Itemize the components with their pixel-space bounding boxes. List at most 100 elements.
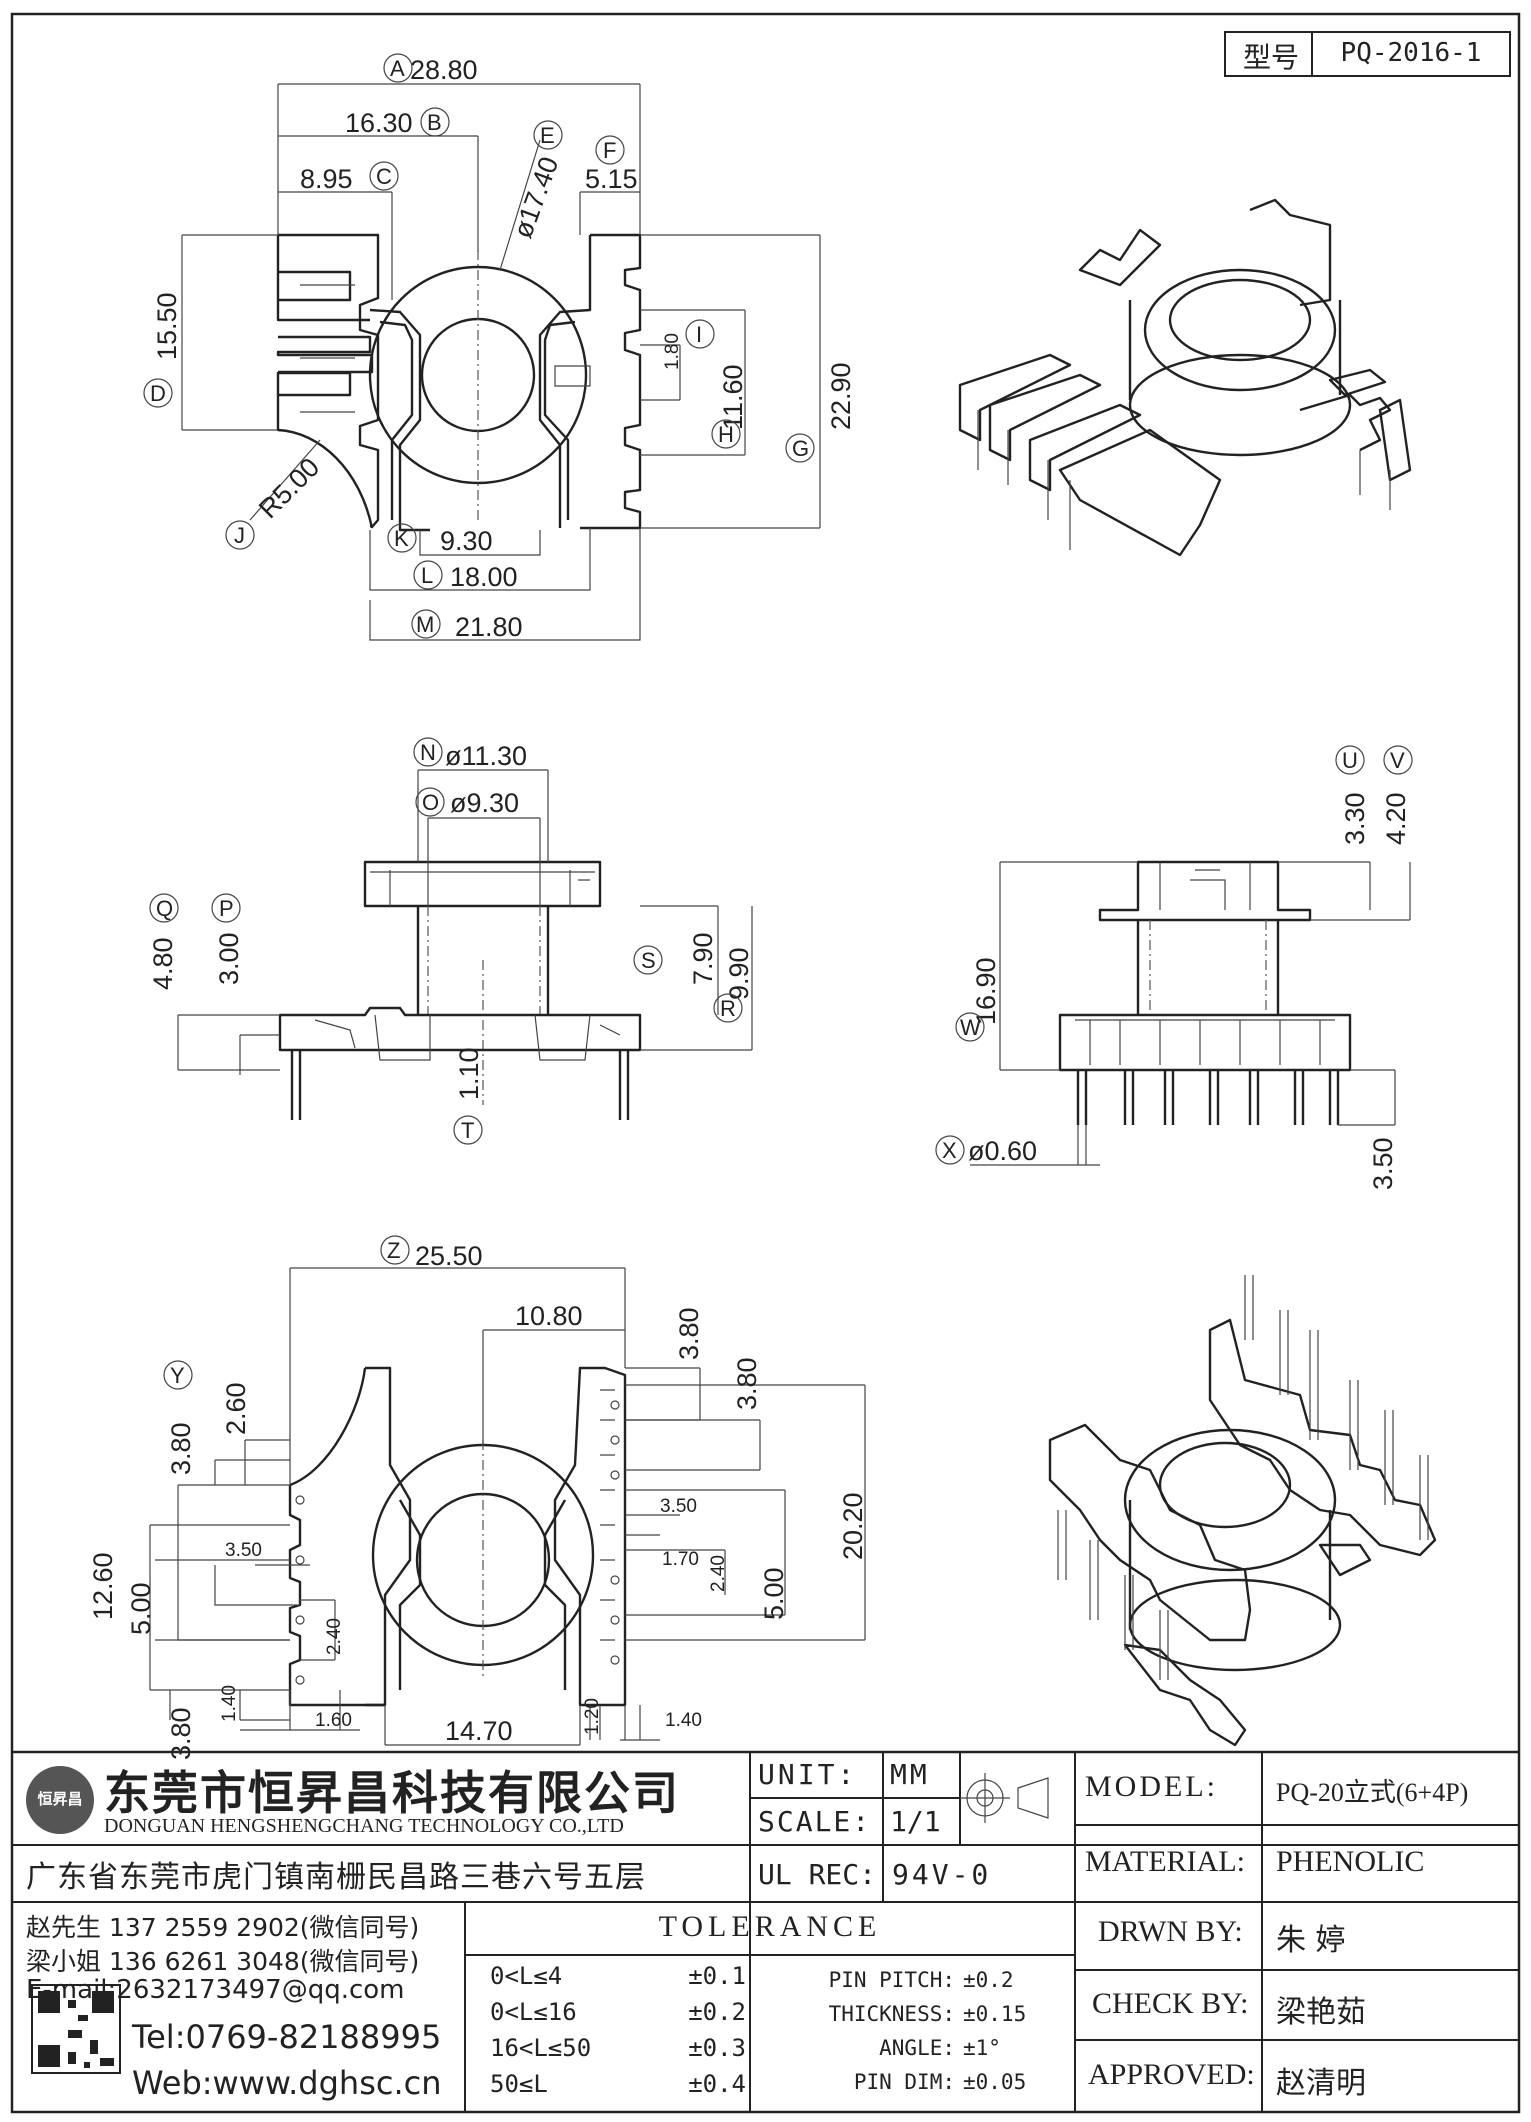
label-R: R <box>713 993 743 1023</box>
svg-text:W: W <box>960 1015 981 1040</box>
label-B: B <box>420 107 450 137</box>
approved-label: APPROVED: <box>1088 2058 1255 2091</box>
isometric-view-bottom <box>1048 1275 1437 1747</box>
company-logo <box>26 1766 94 1834</box>
svg-text:Y: Y <box>170 1363 185 1388</box>
bottom-view: 25.50 10.80 3.80 3.80 20.20 5.00 2.40 3.… <box>88 1235 868 1760</box>
svg-text:Z: Z <box>387 1238 400 1263</box>
top-view: 28.80 16.30 8.95 5.15 ø17.40 15.50 22.90… <box>143 53 856 642</box>
dim-5-00-right: 5.00 <box>759 1567 789 1620</box>
dim-10-80: 10.80 <box>515 1301 583 1331</box>
company-address: 广东省东莞市虎门镇南栅民昌路三巷六号五层 <box>26 1860 646 1895</box>
svg-text:C: C <box>376 164 392 189</box>
extra-tolerance-row: ANGLE:±1° <box>879 2036 1001 2060</box>
tolerance-row: 16<L≤50±0.3 <box>490 2034 746 2062</box>
dim-E: ø17.40 <box>507 153 564 242</box>
tolerance-row: 0<L≤4±0.1 <box>490 1962 746 1990</box>
outer-frame <box>10 12 1521 2114</box>
dim-O: ø9.30 <box>450 788 519 818</box>
dim-1-20: 1.20 <box>582 1698 603 1735</box>
label-X: X <box>935 1135 965 1165</box>
website: Web:www.dghsc.cn <box>132 2064 442 2102</box>
dim-L: 18.00 <box>450 562 518 592</box>
dim-3-50-right: 3.50 <box>660 1496 697 1517</box>
dim-Q: 4.80 <box>148 937 178 990</box>
svg-text:Q: Q <box>156 896 173 921</box>
approved-value: 赵清明 <box>1276 2066 1366 2101</box>
dim-K: 9.30 <box>440 526 493 556</box>
svg-text:J: J <box>234 523 245 548</box>
label-P: P <box>211 893 241 923</box>
telephone: Tel:0769-82188995 <box>132 2018 442 2056</box>
unit-value: MM <box>890 1758 930 1791</box>
svg-text:L: L <box>421 563 433 588</box>
label-I: I <box>685 319 715 349</box>
tolerance-row: 50≤L±0.4 <box>490 2070 746 2098</box>
svg-text:K: K <box>394 526 409 551</box>
label-M: M <box>411 609 441 639</box>
model-number-value: PQ-2016-1 <box>1340 38 1482 68</box>
dim-pin-length: 3.50 <box>1368 1137 1398 1190</box>
extra-tolerance-row: THICKNESS:±0.15 <box>828 2002 1027 2026</box>
ulrec-value: 94V-0 <box>892 1858 992 1891</box>
dim-1-40-right: 1.40 <box>665 1710 702 1731</box>
svg-text:A: A <box>390 56 405 81</box>
svg-text:D: D <box>150 381 166 406</box>
label-O: O <box>415 787 445 817</box>
label-U: U <box>1335 745 1365 775</box>
svg-text:B: B <box>427 110 442 135</box>
dim-G: 22.90 <box>826 362 856 430</box>
ulrec-label: UL REC: <box>758 1858 877 1891</box>
dim-U: 3.30 <box>1340 792 1370 845</box>
dim-J: R5.00 <box>253 452 325 524</box>
company-name-en: DONGUAN HENGSHENGCHANG TECHNOLOGY CO.,LT… <box>104 1815 624 1837</box>
svg-text:X: X <box>942 1138 957 1163</box>
label-S: S <box>633 945 663 975</box>
dim-D: 15.50 <box>152 292 182 360</box>
material-label: MATERIAL: <box>1085 1845 1245 1878</box>
dim-P: 3.00 <box>214 932 244 985</box>
isometric-view-top <box>958 198 1412 557</box>
dim-Y: 3.80 <box>166 1422 196 1475</box>
company-name-cn: 东莞市恒昇昌科技有限公司 <box>104 1766 680 1820</box>
label-W: W <box>955 1012 985 1042</box>
dim-H: 11.60 <box>718 364 748 430</box>
dim-T: 1.10 <box>454 1047 484 1100</box>
material-value: PHENOLIC <box>1276 1845 1425 1878</box>
svg-text:F: F <box>603 138 616 163</box>
label-Y: Y <box>163 1360 193 1390</box>
dim-2-60: 2.60 <box>221 1382 251 1435</box>
contact-2: 梁小姐 136 6261 3048(微信同号) <box>26 1947 420 1976</box>
dim-S: 7.90 <box>688 932 718 985</box>
dim-20-20: 20.20 <box>838 1492 868 1560</box>
front-view: ø11.30 ø9.30 4.80 3.00 7.90 9.90 1.10 N … <box>148 737 754 1145</box>
label-V: V <box>1383 745 1413 775</box>
label-F: F <box>595 135 625 165</box>
extra-tolerance-row: PIN PITCH:±0.2 <box>828 1968 1014 1992</box>
svg-text:H: H <box>718 422 734 447</box>
dim-14-70: 14.70 <box>445 1716 513 1746</box>
check-by-label: CHECK BY: <box>1092 1987 1249 2020</box>
email: E-mail:2632173497@qq.com <box>26 1975 405 2005</box>
tolerance-row: 0<L≤16±0.2 <box>490 1998 746 2026</box>
svg-text:V: V <box>1390 748 1405 773</box>
svg-text:N: N <box>420 740 436 765</box>
label-A: A <box>383 53 413 83</box>
dim-B: 16.30 <box>345 108 413 138</box>
dim-3-80-a: 3.80 <box>674 1307 704 1360</box>
svg-text:P: P <box>219 896 234 921</box>
dim-A: 28.80 <box>410 55 478 85</box>
title-block-grid <box>12 1750 1519 2112</box>
svg-text:E: E <box>540 123 555 148</box>
label-H: H <box>711 419 741 449</box>
tolerance-title: TOLERANCE <box>658 1910 882 1943</box>
dim-R: 9.90 <box>724 947 754 1000</box>
label-L: L <box>413 560 443 590</box>
scale-value: 1/1 <box>890 1805 941 1838</box>
dim-C: 8.95 <box>300 164 353 194</box>
dim-5-00-left: 5.00 <box>126 1582 156 1635</box>
dim-1-40-left: 1.40 <box>219 1685 240 1722</box>
model-number-label: 型号 <box>1242 41 1299 74</box>
scale-label: SCALE: <box>758 1805 872 1838</box>
check-by-value: 梁艳茹 <box>1276 1995 1366 2030</box>
